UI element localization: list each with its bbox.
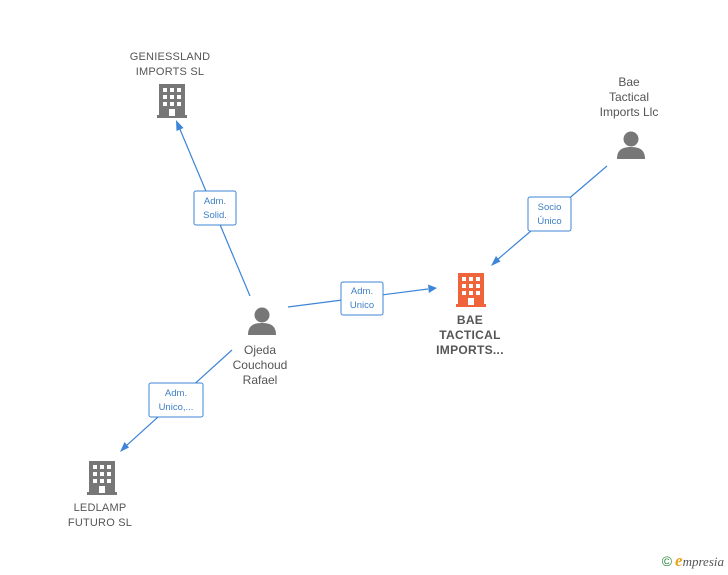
- node-label-line: Rafael: [243, 373, 278, 387]
- edge-label-line: Adm.: [351, 286, 373, 297]
- edge-ojeda-to-ledlamp[interactable]: Adm. Unico,...: [120, 349, 233, 452]
- brand-initial: e: [675, 551, 683, 570]
- node-label-line: IMPORTS...: [436, 343, 504, 357]
- node-label-line: Couchoud: [233, 358, 288, 372]
- node-label-line: Bae: [618, 75, 640, 89]
- edge-label-line: Unico: [350, 300, 374, 311]
- building-icon: [87, 461, 117, 495]
- edge-label-line: Socio: [538, 202, 562, 213]
- brand-logo: empresia: [675, 551, 724, 571]
- edge-ojeda-to-geniessland[interactable]: Adm. Solid.: [176, 120, 251, 297]
- building-icon: [456, 273, 486, 307]
- edge-ojeda-to-bae-tactical[interactable]: Adm. Unico: [287, 281, 437, 316]
- person-icon: [248, 307, 276, 335]
- node-label-line: TACTICAL: [439, 328, 501, 342]
- node-bae-tactical-imports-llc[interactable]: Bae Tactical Imports Llc: [600, 75, 659, 159]
- edge-label-line: Único: [537, 216, 561, 227]
- brand-rest: mpresia: [682, 554, 724, 569]
- node-ledlamp-futuro[interactable]: LEDLAMP FUTURO SL: [68, 461, 132, 529]
- copyright-icon: ©: [661, 553, 673, 569]
- node-ojeda-couchoud-rafael[interactable]: Ojeda Couchoud Rafael: [233, 307, 288, 388]
- node-label-line: GENIESSLAND: [130, 51, 210, 63]
- person-icon: [617, 131, 645, 159]
- empresia-watermark: © empresia: [662, 551, 724, 571]
- edge-label-line: Unico,...: [159, 402, 194, 413]
- node-label-line: FUTURO SL: [68, 517, 132, 529]
- node-label-line: Imports Llc: [600, 105, 659, 119]
- edge-llc-to-bae-tactical[interactable]: Socio Único: [491, 165, 608, 266]
- node-geniessland[interactable]: GENIESSLAND IMPORTS SL: [130, 51, 210, 118]
- node-label-line: Tactical: [609, 90, 649, 104]
- node-label-line: LEDLAMP: [74, 502, 127, 514]
- edge-label-line: Adm.: [204, 196, 226, 207]
- edge-label-line: Adm.: [165, 388, 187, 399]
- node-label-line: IMPORTS SL: [136, 66, 204, 78]
- node-bae-tactical-imports[interactable]: BAE TACTICAL IMPORTS...: [436, 273, 504, 357]
- edge-label-line: Solid.: [203, 210, 227, 221]
- node-label-line: Ojeda: [244, 343, 276, 357]
- node-label-line: BAE: [457, 313, 483, 327]
- building-icon: [157, 84, 187, 118]
